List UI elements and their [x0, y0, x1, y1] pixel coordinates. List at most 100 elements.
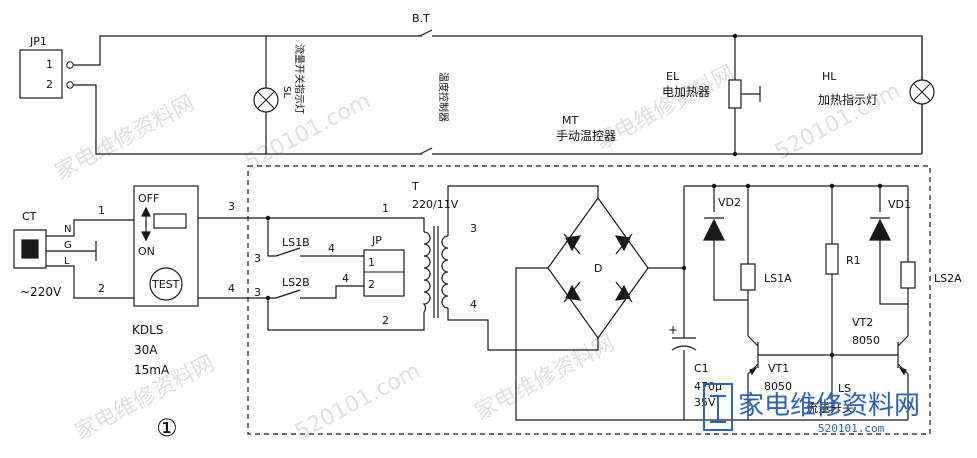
wire-3-label: 3 — [228, 200, 235, 213]
ls2b-node-label: 3 — [254, 286, 261, 299]
diode-lr — [614, 284, 631, 301]
primary-pin1-label: 1 — [382, 202, 389, 215]
ls2a-label: LS2A — [934, 272, 962, 285]
transformer-label: T — [411, 180, 419, 193]
rectifier-negative — [515, 267, 748, 421]
wire-1-label: 1 — [98, 204, 105, 217]
ls2b-out — [300, 285, 364, 299]
el-heater — [728, 79, 742, 109]
ls-label: LS — [838, 382, 851, 395]
control-module: 1 LS1B 3 4 LS2B 3 4 JP 1 2 2 T 220/11V 3… — [254, 180, 962, 421]
wire-n — [46, 219, 134, 237]
transformer-secondary-coil — [441, 235, 449, 309]
diode-lr-bar — [615, 281, 633, 303]
figure-number: ① — [156, 414, 178, 442]
ls1a-coil — [740, 263, 756, 291]
ct-g-label: G — [64, 240, 72, 251]
transformer-core — [433, 226, 439, 318]
hl-label: HL — [822, 70, 837, 83]
vd2-diode — [703, 218, 725, 241]
bt-desc: 温度控制器 — [437, 72, 450, 122]
diode-ur-bar — [615, 233, 633, 255]
secondary-wire-4 — [447, 308, 599, 351]
transformer-primary-coil — [422, 231, 431, 313]
vd2-branch — [713, 186, 748, 301]
bridge-rectifier-outline — [547, 196, 649, 340]
watermark-url: 520101.com — [291, 358, 425, 445]
ls2b-label: LS2B — [282, 276, 310, 289]
el-label: EL — [666, 70, 680, 83]
vt2-collector-emitter — [897, 335, 909, 420]
jp1-pin1-label: 1 — [46, 58, 53, 71]
hl-desc: 加热指示灯 — [818, 92, 878, 107]
vt1-emitter-arrow — [749, 366, 758, 376]
ls1a-label: LS1A — [764, 272, 792, 285]
ct-n-label: N — [64, 224, 71, 235]
ls2a-coil — [900, 261, 916, 289]
jp1-terminal-1 — [66, 61, 74, 69]
vd1-label: VD1 — [888, 198, 911, 211]
wire-4-label: 4 — [228, 282, 235, 295]
secondary-pin3-label: 3 — [470, 222, 477, 235]
jp1-label: JP1 — [29, 35, 47, 48]
vt1-collector-emitter — [747, 335, 759, 420]
vt1-label: VT1 — [768, 362, 789, 375]
sl-label: SL — [281, 86, 292, 98]
ct-label: CT — [22, 210, 37, 223]
mt-label: MT — [562, 114, 578, 127]
kdls-toggle-window — [153, 213, 187, 229]
jp1-pin2-label: 2 — [46, 78, 53, 91]
kdls-current-label: 30A — [134, 343, 158, 357]
vd2-label: VD2 — [718, 196, 741, 209]
mains-label: ~220V — [20, 285, 62, 299]
vt1-type: 8050 — [764, 380, 792, 393]
watermark-text: 家电维修资料网 — [51, 91, 199, 185]
vt2-label: VT2 — [852, 316, 873, 329]
c1-capacitance: 470μ — [694, 380, 722, 393]
mt-desc: 手动温控器 — [556, 129, 616, 143]
kdls-on-label: ON — [138, 245, 155, 258]
r1-resistor — [825, 243, 839, 275]
kdls-leakage-label: 15mA — [134, 363, 170, 377]
c1-plate-negative — [671, 345, 697, 351]
watermark-text: 家电维修资料网 — [471, 331, 619, 425]
bottom-rail-left — [73, 84, 422, 155]
vd1-diode — [869, 218, 891, 241]
diode-ul — [565, 235, 582, 252]
ls2b-node-4-label: 4 — [342, 272, 349, 285]
wire-2-label: 2 — [98, 282, 105, 295]
watermark-brand-url: 520101.com — [818, 422, 885, 435]
sl-lamp-cross — [257, 91, 275, 109]
control-module-border — [247, 165, 931, 435]
watermark-logo — [703, 383, 733, 431]
primary-pin2-label: 2 — [382, 314, 389, 327]
watermark-brand: 家电维修资料网 — [738, 391, 920, 421]
test-button — [149, 267, 183, 301]
sl-desc: 流量开关指示灯 — [293, 44, 306, 114]
r1-label: R1 — [846, 254, 861, 267]
diode-ur — [614, 235, 631, 252]
wire-g-ground — [46, 241, 97, 261]
watermark-logo-mark — [710, 395, 726, 423]
test-button-label: TEST — [151, 278, 180, 291]
jp-pin2-label: 2 — [368, 278, 375, 291]
secondary-pin4-label: 4 — [470, 298, 477, 311]
primary-wire-2 — [267, 298, 425, 331]
secondary-wire-3 — [447, 185, 599, 236]
ls1b-lead — [267, 218, 276, 257]
ls-desc: 流量开关 — [806, 401, 854, 415]
jp-pin1-label: 1 — [368, 256, 375, 269]
jp-label: JP — [371, 234, 382, 247]
ct-l-label: L — [64, 256, 70, 267]
bridge-label: D — [594, 262, 602, 275]
el-ground — [741, 86, 761, 102]
ls1b-label: LS1B — [282, 236, 310, 249]
bt-label: B.T — [412, 12, 430, 25]
vt2-emitter-arrow — [898, 366, 907, 376]
diode-ll-bar — [563, 281, 581, 303]
jp1-terminal-2 — [66, 81, 74, 89]
top-circuit: JP1 1 2 B.T SL 流量开关指示灯 温度控制器 MT 手动温控器 EL… — [19, 12, 935, 157]
c1-plus-sign: + — [668, 323, 678, 337]
top-rail-left — [73, 35, 422, 66]
watermark-url: 520101.com — [771, 78, 905, 165]
